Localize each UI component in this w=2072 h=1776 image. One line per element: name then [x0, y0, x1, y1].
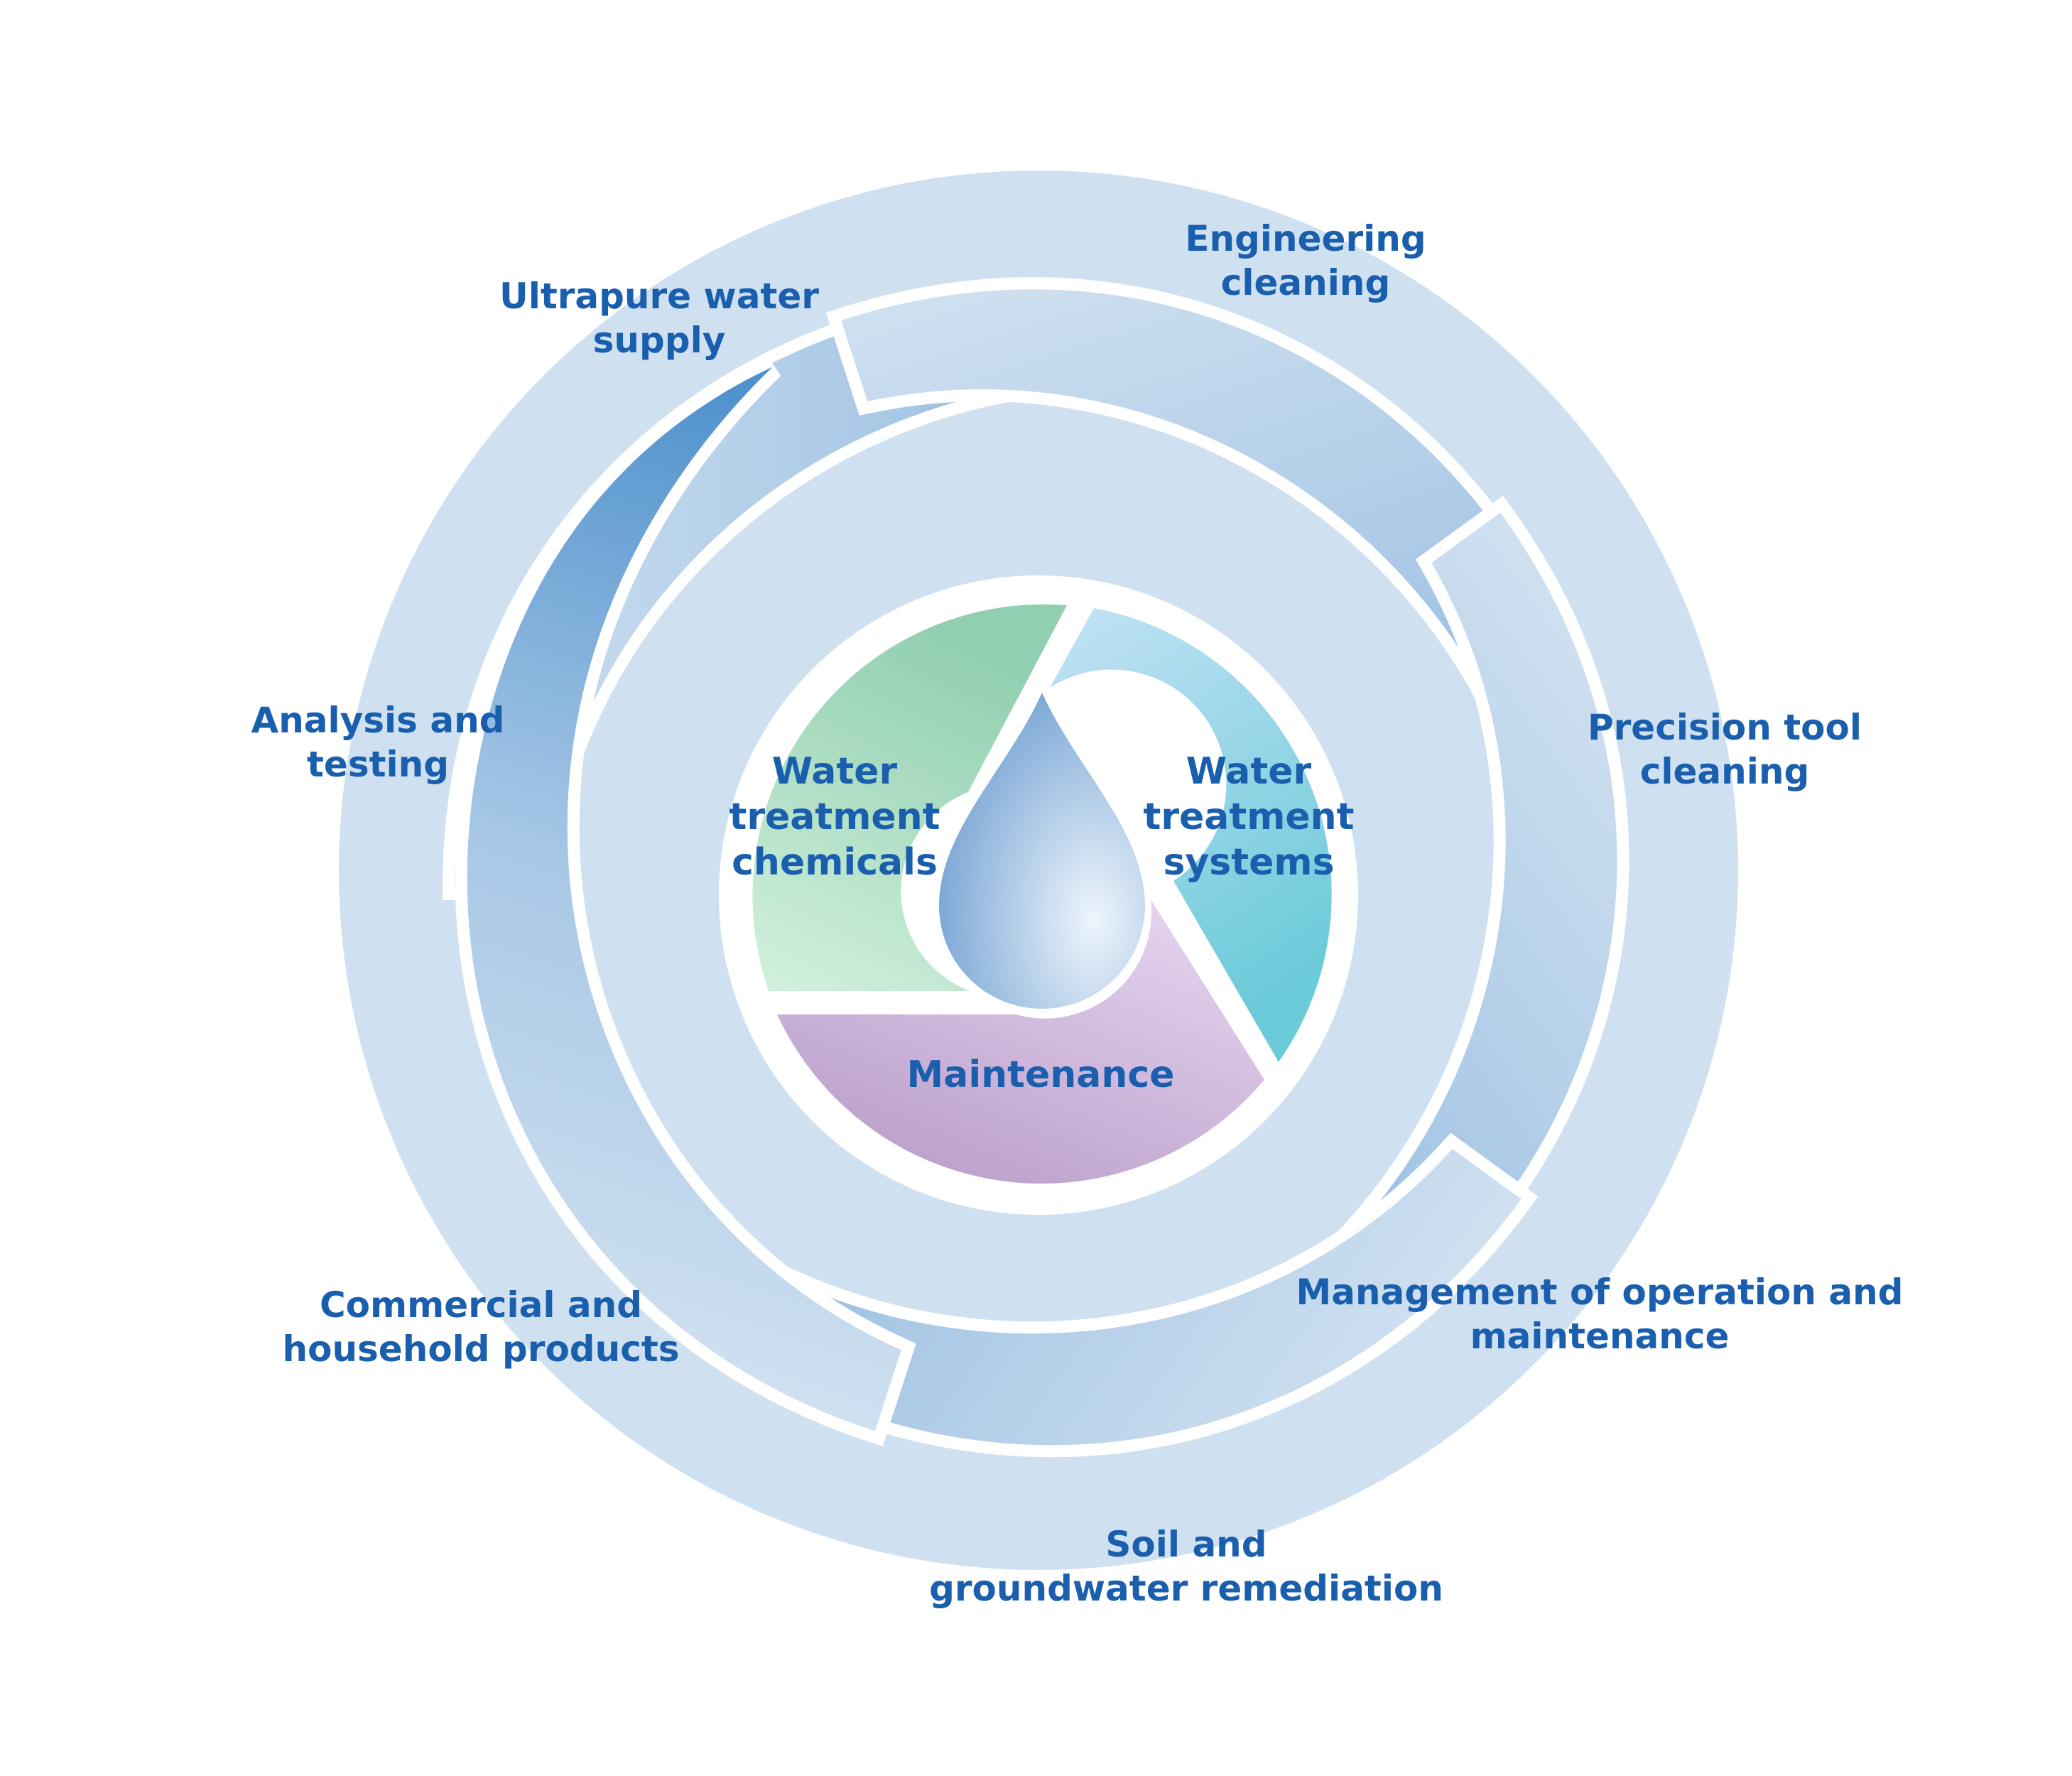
label-line: cleaning	[1220, 262, 1391, 303]
label-commercial-and-household-products: Commercial and household products	[283, 1283, 680, 1371]
water-drop-icon	[939, 693, 1145, 1009]
label-line: Maintenance	[906, 1054, 1175, 1096]
label-line: Ultrapure water	[499, 276, 819, 317]
label-maintenance: Maintenance	[906, 1052, 1174, 1098]
label-line: maintenance	[1470, 1316, 1730, 1357]
core-segment-chemicals	[752, 604, 1067, 991]
label-precision-tool-cleaning: Precision tool cleaning	[1588, 705, 1862, 794]
label-line: Commercial and	[319, 1284, 643, 1326]
swirl-arms	[442, 277, 1629, 1458]
label-line: Analysis and	[251, 700, 505, 741]
label-line: household products	[282, 1328, 680, 1370]
label-water-treatment-chemicals: Water treatment chemicals	[729, 749, 940, 885]
label-line: Soil and	[1105, 1524, 1267, 1565]
swirl-arm	[841, 289, 1615, 1122]
label-line: Precision tool	[1588, 707, 1862, 748]
label-line: chemicals	[732, 841, 938, 884]
label-line: groundwater remediation	[929, 1568, 1443, 1609]
core-segment-maintenance	[777, 899, 1264, 1184]
label-line: cleaning	[1639, 751, 1810, 792]
label-line: supply	[592, 320, 726, 361]
label-soil-and-groundwater-remediation: Soil and groundwater remediation	[929, 1522, 1443, 1610]
label-line: systems	[1163, 841, 1335, 884]
core-ring	[752, 604, 1332, 1184]
core-segment-systems	[1050, 608, 1332, 1062]
label-line: Management of operation and	[1296, 1272, 1904, 1313]
label-line: treatment	[1143, 796, 1355, 838]
label-analysis-and-testing: Analysis and testing	[251, 698, 505, 786]
swirl-arm	[467, 367, 901, 1431]
label-line: treatment	[729, 796, 940, 838]
label-ultrapure-water-supply: Ultrapure water supply	[499, 274, 819, 362]
label-management-of-operation-and-maintenance: Management of operation and maintenance	[1296, 1270, 1904, 1358]
label-water-treatment-systems: Water treatment systems	[1143, 749, 1354, 885]
label-line: Engineering	[1185, 218, 1426, 259]
label-line: Water	[771, 750, 898, 793]
label-line: testing	[307, 744, 449, 785]
label-line: Water	[1186, 750, 1312, 793]
label-engineering-cleaning: Engineering cleaning	[1185, 217, 1426, 305]
